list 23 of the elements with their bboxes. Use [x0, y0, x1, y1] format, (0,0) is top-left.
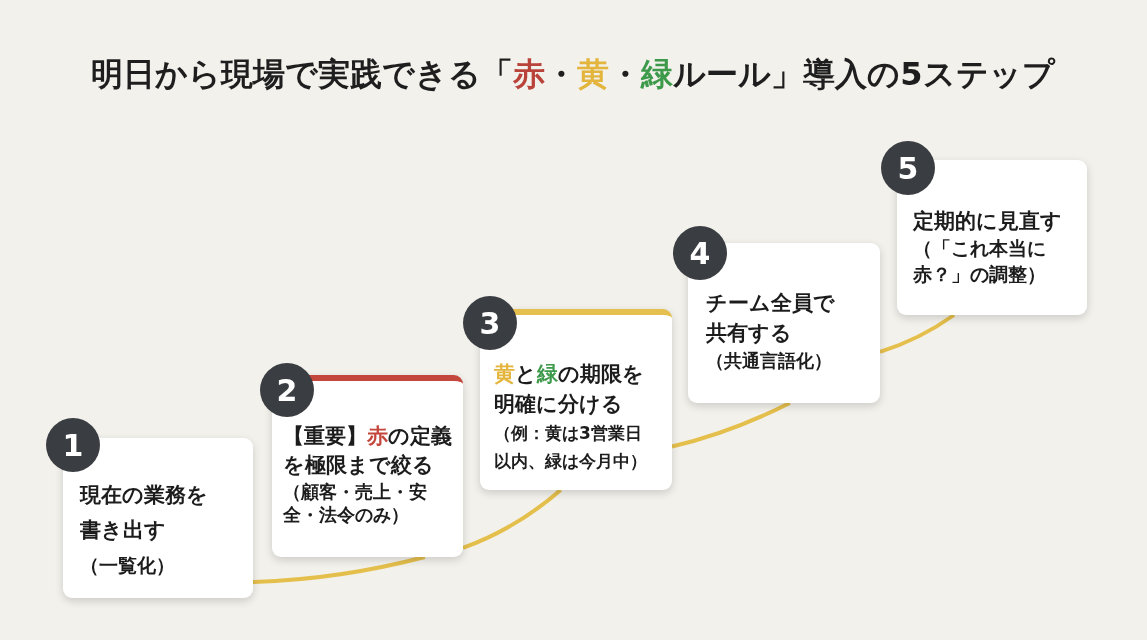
step-note: （顧客・売上・安全・法令のみ） — [283, 480, 428, 526]
connector-line — [252, 555, 426, 584]
number-circle: 4 — [673, 226, 727, 280]
step-title: 定期的に見直す — [913, 208, 1062, 235]
step-note: （共通言語化） — [706, 349, 832, 373]
step-title: 現在の業務を書き出す — [80, 482, 209, 544]
number-circle: 3 — [463, 296, 517, 350]
step-title: 黄と緑の期限を明確に分ける — [494, 361, 645, 418]
number-circle: 2 — [260, 363, 314, 417]
number-circle: 5 — [881, 141, 935, 195]
step-card — [480, 309, 672, 490]
step-note: （例：黄は3営業日以内、緑は今月中） — [494, 422, 648, 473]
step-title: チーム全員で共有する — [706, 290, 836, 347]
step-card — [272, 375, 463, 557]
step-title: 【重要】赤の定義を極限まで絞る — [283, 423, 453, 479]
connector-line — [671, 401, 791, 449]
step-note: （一覧化） — [80, 553, 175, 578]
number-circle: 1 — [46, 418, 100, 472]
step-note: （「これ本当に赤？」の調整） — [913, 236, 1047, 287]
connector-line — [462, 488, 562, 550]
connector-line — [879, 313, 956, 354]
step-card — [688, 243, 880, 403]
title: 明日から現場で実践できる「赤・黄・緑ルール」導入の5ステップ — [91, 54, 1055, 95]
